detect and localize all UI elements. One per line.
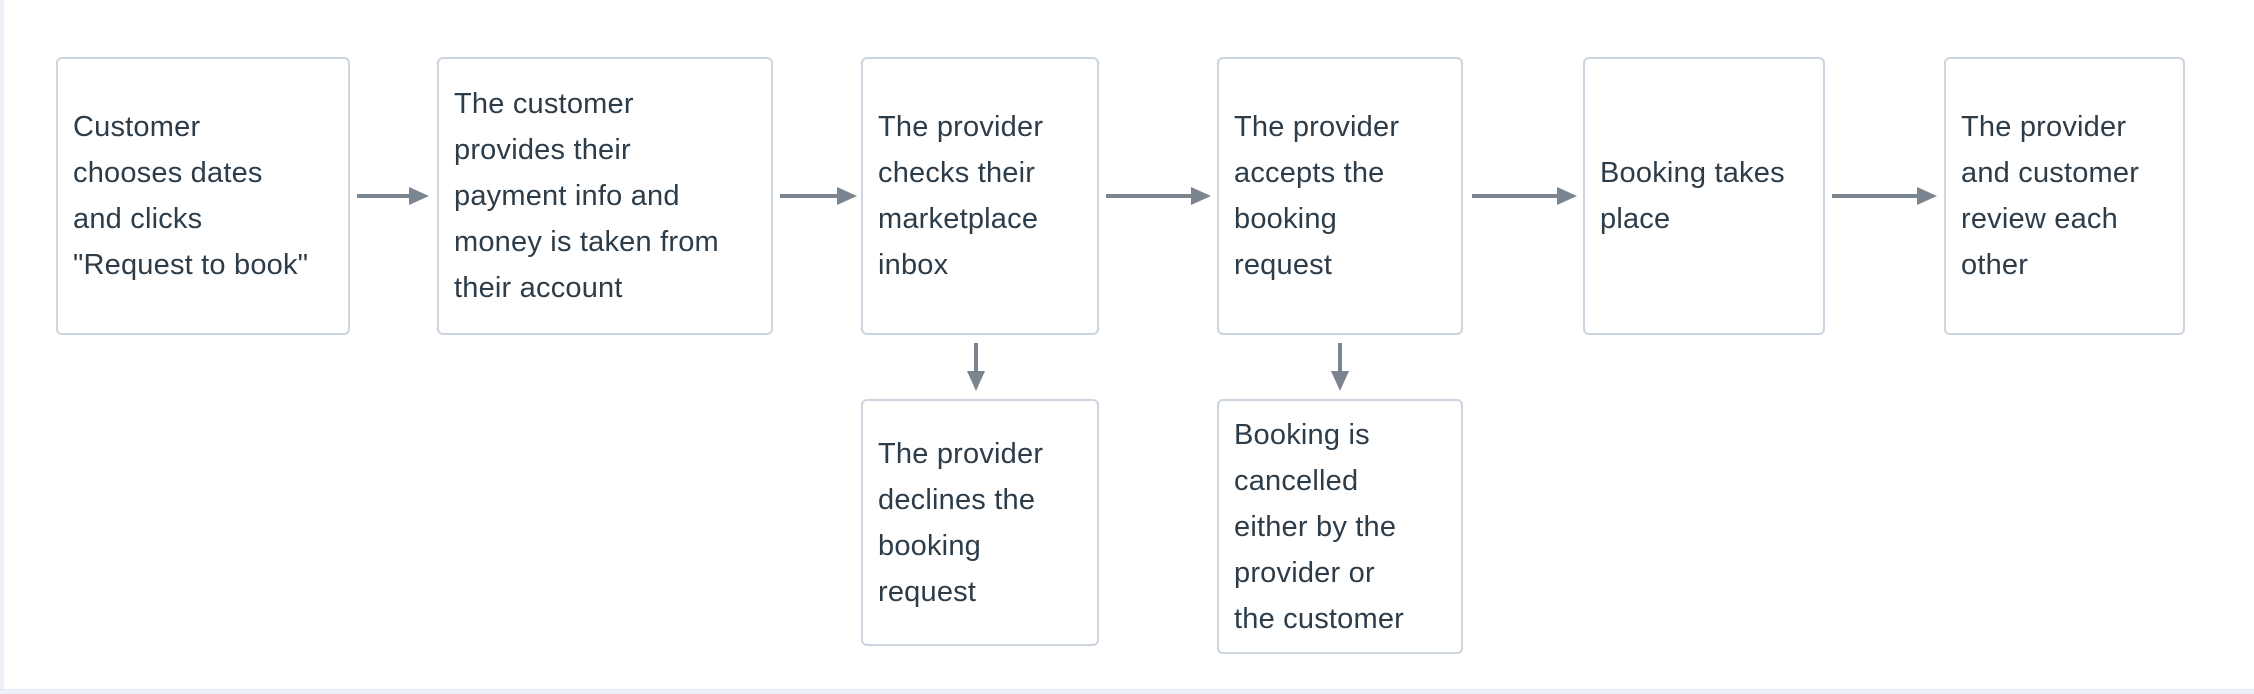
flow-node-step-3-label: The provider checks their marketplace in… (878, 111, 1044, 281)
arrow-down-icon (1331, 343, 1349, 391)
arrow-right-icon (1106, 187, 1211, 205)
arrow-down-icon (967, 343, 985, 391)
flow-node-step-2: The customer provides their payment info… (437, 57, 773, 335)
arrow-right-icon (1472, 187, 1577, 205)
page-edge-left (0, 0, 4, 694)
flow-node-step-4-label: The provider accepts the booking request (1234, 111, 1400, 281)
flow-node-step-5: Booking takes place (1583, 57, 1825, 335)
flow-node-step-4: The provider accepts the booking request (1217, 57, 1463, 335)
flow-node-cancel-label: Booking is cancelled either by the provi… (1234, 418, 1405, 635)
flow-node-cancel: Booking is cancelled either by the provi… (1217, 399, 1463, 654)
flow-node-decline-label: The provider declines the booking reques… (878, 437, 1044, 608)
flow-node-step-1-label: Customer chooses dates and clicks "Reque… (73, 111, 309, 281)
flow-node-step-2-label: The customer provides their payment info… (454, 88, 719, 304)
arrow-right-icon (1832, 187, 1937, 205)
flow-node-step-3: The provider checks their marketplace in… (861, 57, 1099, 335)
arrow-right-icon (357, 187, 429, 205)
flow-node-step-6: The provider and customer review each ot… (1944, 57, 2185, 335)
flow-node-step-5-label: Booking takes place (1600, 157, 1785, 235)
flow-node-step-6-label: The provider and customer review each ot… (1961, 111, 2140, 281)
flow-node-decline: The provider declines the booking reques… (861, 399, 1099, 646)
flow-node-step-1: Customer chooses dates and clicks "Reque… (56, 57, 350, 335)
arrow-right-icon (780, 187, 857, 205)
page-edge-bottom (0, 689, 2254, 694)
